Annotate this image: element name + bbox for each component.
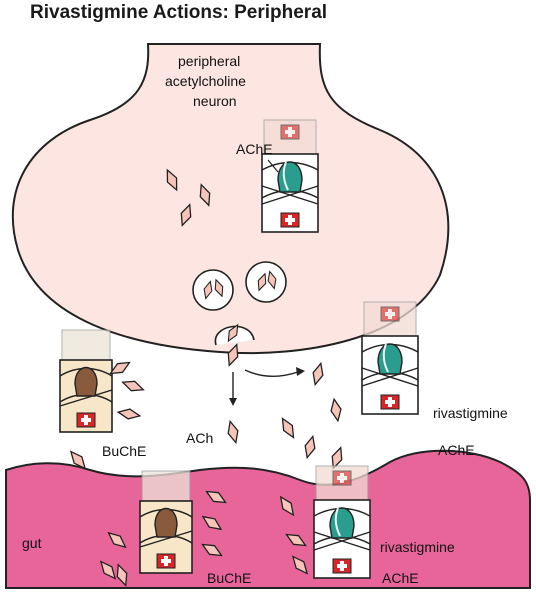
rivastigmine-label-right: rivastigmine <box>433 405 508 421</box>
neuron-label-1: peripheral <box>178 53 240 69</box>
ache-label-gut: AChE <box>382 570 419 586</box>
ache-enzyme-gut <box>314 466 370 578</box>
page-title: Rivastigmine Actions: Peripheral <box>30 2 328 23</box>
ach-cleft <box>277 361 347 471</box>
buche-label-gut: BuChE <box>207 570 251 586</box>
buche-enzyme-top <box>60 330 112 432</box>
neuron-label-3: neuron <box>193 93 237 109</box>
neuron-label-2: acetylcholine <box>165 73 246 89</box>
vesicle <box>192 269 234 311</box>
ache-label-right: AChE <box>438 442 475 458</box>
buche-enzyme-gut <box>140 471 192 573</box>
vesicle-fusing <box>214 322 255 346</box>
ache-enzyme-right <box>362 302 418 414</box>
gut-label: gut <box>22 535 42 551</box>
neuron-terminal <box>11 43 450 355</box>
ache-enzyme-neuron <box>262 120 318 232</box>
rivastigmine-label-gut: rivastigmine <box>380 539 455 555</box>
arrow-right <box>244 369 299 377</box>
vesicle <box>245 261 287 303</box>
ache-label-neuron: AChE <box>236 141 273 157</box>
buche-label-top: BuChE <box>102 443 146 459</box>
gut-tissue <box>5 449 531 589</box>
ach-label: ACh <box>186 430 213 446</box>
